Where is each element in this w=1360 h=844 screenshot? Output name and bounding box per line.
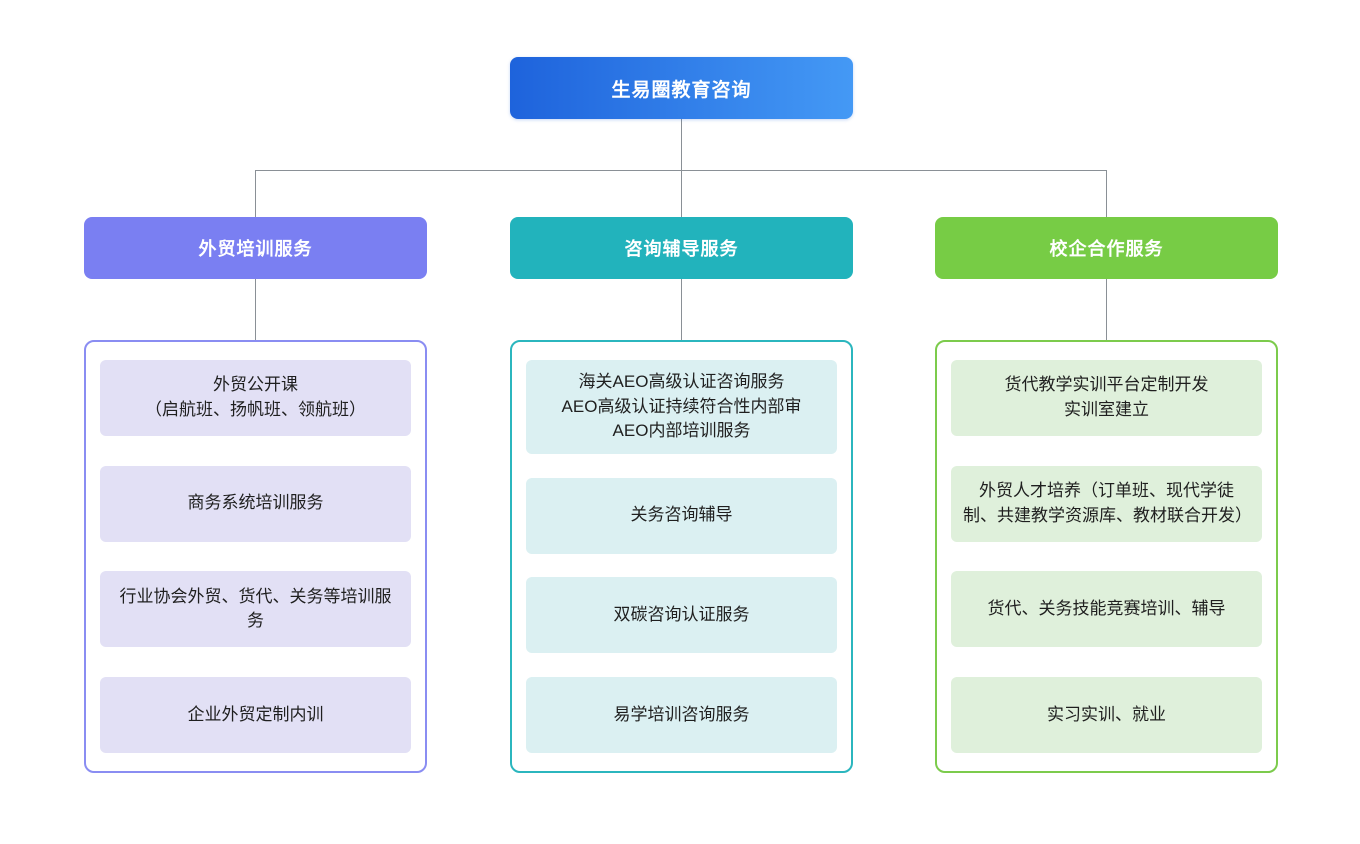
connector-drop-branch-1	[255, 170, 256, 217]
root-node[interactable]: 生易圈教育咨询	[510, 57, 853, 119]
node-item[interactable]: 易学培训咨询服务	[526, 676, 837, 753]
node-item[interactable]: 货代、关务技能竞赛培训、辅导	[951, 571, 1262, 648]
node-item[interactable]: 海关AEO高级认证咨询服务 AEO高级认证持续符合性内部审 AEO内部培训服务	[526, 360, 837, 454]
connector-drop-branch-3	[1106, 170, 1107, 217]
node-item[interactable]: 企业外贸定制内训	[100, 676, 411, 753]
branch-header-school-enterprise-cooperation[interactable]: 校企合作服务	[935, 217, 1278, 279]
branch-header-foreign-trade-training[interactable]: 外贸培训服务	[84, 217, 427, 279]
node-item[interactable]: 外贸人才培养（订单班、现代学徒制、共建教学资源库、教材联合开发）	[951, 465, 1262, 542]
connector-root-stem	[681, 119, 682, 170]
branch-header-label: 外贸培训服务	[198, 239, 313, 259]
node-item[interactable]: 商务系统培训服务	[100, 465, 411, 542]
connector-stem-branch-1	[255, 279, 256, 340]
branch-header-consulting-coaching[interactable]: 咨询辅导服务	[510, 217, 853, 279]
node-item[interactable]: 货代教学实训平台定制开发 实训室建立	[951, 360, 1262, 436]
branch-container-foreign-trade-training: 外贸公开课 （启航班、扬帆班、领航班） 商务系统培训服务 行业协会外贸、货代、关…	[84, 340, 427, 773]
connector-stem-branch-3	[1106, 279, 1107, 340]
branch-container-school-enterprise-cooperation: 货代教学实训平台定制开发 实训室建立 外贸人才培养（订单班、现代学徒制、共建教学…	[935, 340, 1278, 773]
branch-container-consulting-coaching: 海关AEO高级认证咨询服务 AEO高级认证持续符合性内部审 AEO内部培训服务 …	[510, 340, 853, 773]
node-item[interactable]: 实习实训、就业	[951, 676, 1262, 753]
node-item[interactable]: 双碳咨询认证服务	[526, 577, 837, 654]
node-item[interactable]: 外贸公开课 （启航班、扬帆班、领航班）	[100, 360, 411, 436]
root-node-label: 生易圈教育咨询	[611, 79, 752, 101]
node-item[interactable]: 关务咨询辅导	[526, 477, 837, 554]
branch-header-label: 校企合作服务	[1049, 239, 1164, 259]
branch-header-label: 咨询辅导服务	[624, 239, 739, 259]
connector-stem-branch-2	[681, 279, 682, 340]
node-item[interactable]: 行业协会外贸、货代、关务等培训服务	[100, 571, 411, 648]
connector-drop-branch-2	[681, 170, 682, 217]
